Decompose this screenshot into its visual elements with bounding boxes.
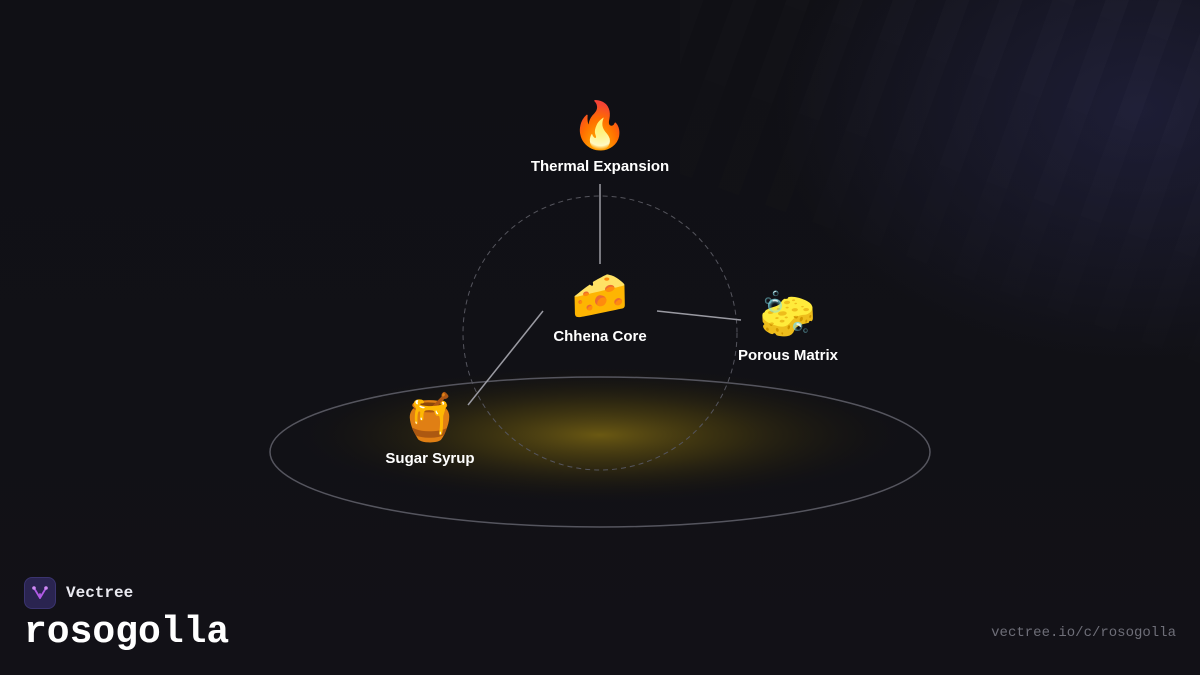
background-light-beams <box>680 0 1200 675</box>
sponge-icon: 🧽 <box>759 288 817 340</box>
orbit-circle <box>462 195 738 471</box>
tree-branch-icon <box>24 577 56 609</box>
cheese-icon: 🧀 <box>571 269 629 321</box>
connector-porous <box>656 310 742 321</box>
base-glow <box>300 367 900 503</box>
node-label: Sugar Syrup <box>385 450 475 467</box>
brand[interactable]: Vectree <box>24 577 133 609</box>
node-porous-matrix: 🧽 Porous Matrix <box>688 287 888 365</box>
fire-icon: 🔥 <box>571 99 629 151</box>
page-title: rosogolla <box>24 611 230 654</box>
page-url[interactable]: vectree.io/c/rosogolla <box>991 625 1176 641</box>
node-label: Chhena Core <box>553 328 647 345</box>
connector-syrup <box>467 310 544 406</box>
node-chhena-core: 🧀 Chhena Core <box>500 268 700 346</box>
node-label: Thermal Expansion <box>530 158 670 175</box>
brand-name: Vectree <box>66 584 134 602</box>
honey-pot-icon: 🍯 <box>401 391 459 443</box>
node-label: Porous Matrix <box>737 347 839 364</box>
node-sugar-syrup: 🍯 Sugar Syrup <box>330 390 530 468</box>
node-thermal-expansion: 🔥 Thermal Expansion <box>500 98 700 176</box>
base-ring <box>269 376 931 528</box>
